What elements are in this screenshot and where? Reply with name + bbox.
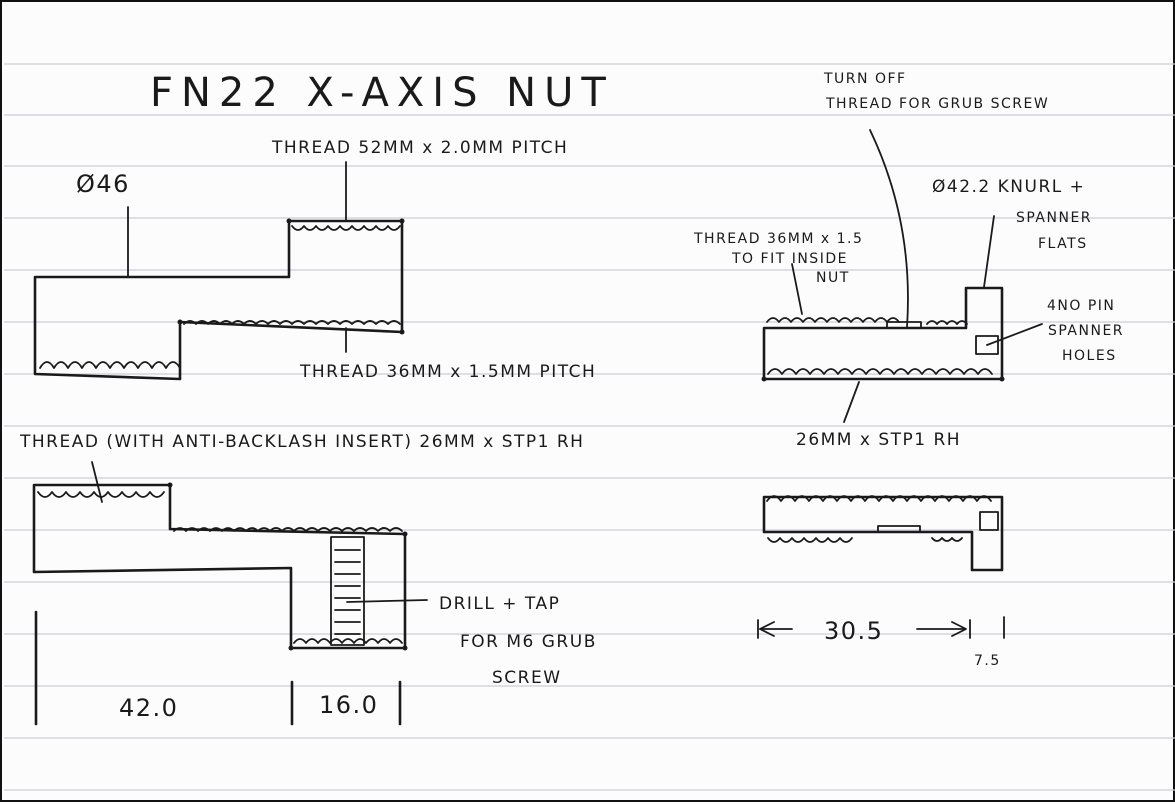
collar-thread-hatch-bottom xyxy=(767,368,993,375)
drill-tap-label-3: SCREW xyxy=(492,668,562,688)
thread-52-label: THREAD 52MM x 2.0MM PITCH xyxy=(271,138,568,158)
dimension-marks-left xyxy=(34,610,402,726)
nut-section-upper-left xyxy=(33,161,405,381)
collar-thread-hatch-top xyxy=(766,317,900,323)
thread-36-fit-label-2: TO FIT INSIDE xyxy=(731,251,848,267)
dia-42-2-label: Ø42.2 KNURL + xyxy=(932,177,1085,197)
dim-16-label: 16.0 xyxy=(319,691,378,719)
anti-backlash-leader xyxy=(91,461,103,503)
nut-outline xyxy=(33,219,404,381)
turn-off-leader xyxy=(869,129,909,328)
lower-pin-hole xyxy=(979,511,999,531)
dia-46-label: Ø46 xyxy=(76,170,130,198)
pin-holes-label-2: SPANNER xyxy=(1048,323,1124,339)
grub-flat xyxy=(886,321,922,329)
turn-off-label-2: THREAD FOR GRUB SCREW xyxy=(825,96,1049,112)
thread-36-fit-label-1: THREAD 36MM x 1.5 xyxy=(693,231,863,247)
lower-collar-hatch-top xyxy=(766,495,992,502)
ruled-lines xyxy=(4,63,1175,791)
turn-off-label-1: TURN OFF xyxy=(823,71,907,87)
spanner-flats-leader xyxy=(983,215,995,288)
grub-screw-hole xyxy=(330,536,365,646)
spanner-flats-label-1: SPANNER xyxy=(1016,210,1092,226)
dim-42-label: 42.0 xyxy=(119,694,178,722)
nut-section-lower-left xyxy=(32,482,428,651)
collar-section-lower-right xyxy=(762,495,1004,572)
dim-30-5-label: 30.5 xyxy=(824,617,883,645)
pin-holes-leader xyxy=(986,323,1043,346)
thread-36-pitch-label: THREAD 36MM x 1.5MM PITCH xyxy=(299,362,596,382)
pin-spanner-hole xyxy=(975,335,999,355)
thread-bore-hatch xyxy=(39,361,181,369)
lower-collar-hatch-bottom-2 xyxy=(931,537,963,542)
sketch-title: FN22 X-AXIS NUT xyxy=(150,70,614,116)
thread-36-fit-label-3: NUT xyxy=(816,270,850,286)
spanner-flats-label-2: FLATS xyxy=(1038,236,1088,252)
dimension-marks-right xyxy=(757,616,1005,639)
thread-36-hatch-inner xyxy=(183,320,401,325)
collar-thread-hatch-mid xyxy=(926,320,968,325)
drill-tap-leader xyxy=(346,599,428,603)
drill-tap-label-1: DRILL + TAP xyxy=(439,594,560,614)
bottom-thread-hatch xyxy=(293,638,403,644)
lower-collar-outline xyxy=(762,495,1004,572)
collar-section-upper-right xyxy=(761,286,1005,423)
lower-thread-hatch xyxy=(173,527,403,532)
thread-26-right-label: 26MM x STP1 RH xyxy=(796,430,961,450)
pin-holes-label-1: 4NO PIN xyxy=(1047,298,1115,314)
thread-anti-backlash-label: THREAD (WITH ANTI-BACKLASH INSERT) 26MM … xyxy=(19,432,584,452)
lower-grub-flat xyxy=(877,525,921,533)
lower-nut-outline xyxy=(32,483,407,650)
thread-26-leader xyxy=(843,381,860,423)
drill-tap-label-2: FOR M6 GRUB xyxy=(460,632,597,652)
dim-7-5-label: 7.5 xyxy=(974,653,1001,669)
anti-backlash-thread-hatch xyxy=(37,491,165,498)
pin-holes-label-3: HOLES xyxy=(1062,348,1117,364)
thread-52-hatch xyxy=(291,225,401,231)
thread-36-fit-leader xyxy=(791,263,803,315)
lower-collar-hatch-bottom xyxy=(767,537,853,543)
